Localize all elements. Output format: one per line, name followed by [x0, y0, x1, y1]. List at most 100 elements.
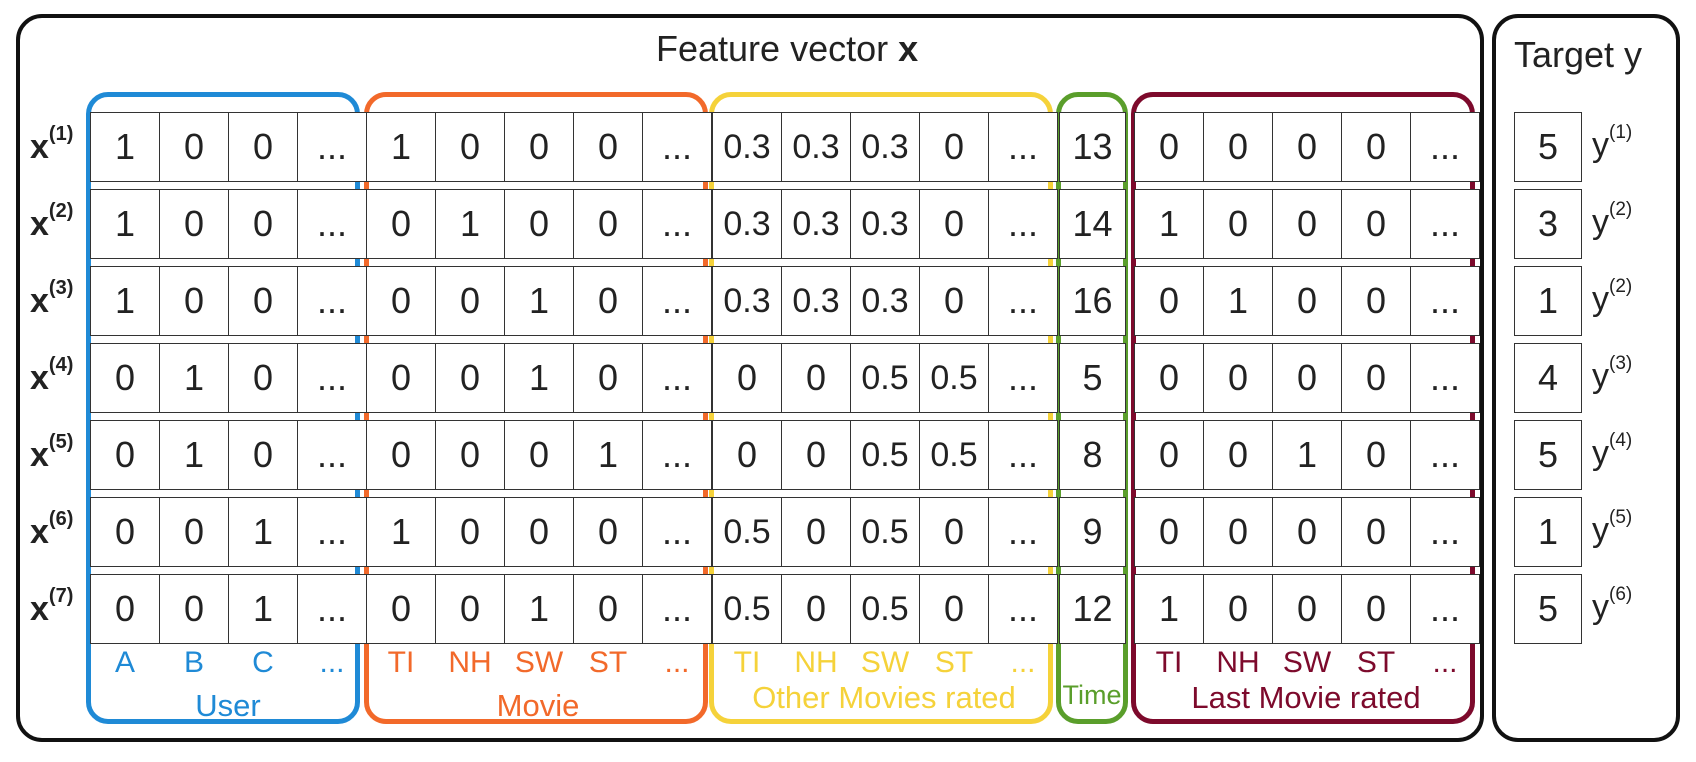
last-cell: ...: [1410, 189, 1480, 259]
row-label: x(7): [30, 585, 73, 629]
movie-cell: 0: [435, 574, 505, 644]
target-label-index: (6): [1609, 583, 1633, 605]
feature-vector-title-text: Feature vector: [656, 28, 889, 69]
other-cell: ...: [988, 343, 1058, 413]
row-label: x(3): [30, 277, 73, 321]
target-frame: [1492, 14, 1680, 742]
target-label-index: (3): [1609, 352, 1633, 374]
other-cell: 0: [781, 497, 851, 567]
other-cell: 0.3: [781, 189, 851, 259]
user-sublabel: ...: [319, 646, 345, 679]
other-cell: 0.3: [850, 112, 920, 182]
other-cell: 0.5: [712, 574, 782, 644]
row-label-index: (5): [48, 430, 74, 453]
row-label-index: (2): [48, 199, 74, 222]
movie-cell: 1: [504, 266, 574, 336]
movie-cell: 0: [435, 497, 505, 567]
last-sublabel: SW: [1282, 646, 1332, 679]
movie-cell: 0: [573, 266, 643, 336]
movie-cell: 1: [366, 497, 436, 567]
movie-cell: 0: [435, 343, 505, 413]
movie-cell: 0: [504, 189, 574, 259]
target-cell: 1: [1514, 266, 1582, 336]
other-cell: 0.5: [850, 497, 920, 567]
user-group-label: User: [195, 688, 261, 723]
other-cell: 0.5: [850, 420, 920, 490]
last-cell: 0: [1341, 574, 1411, 644]
other-cell: ...: [988, 266, 1058, 336]
user-cell: 0: [159, 497, 229, 567]
user-cell: ...: [297, 112, 367, 182]
other-cell: 0: [712, 343, 782, 413]
movie-cell: 0: [435, 266, 505, 336]
movie-cell: 0: [435, 420, 505, 490]
last-cell: 0: [1272, 112, 1342, 182]
user-cell: 0: [90, 497, 160, 567]
other-cell: 0.3: [850, 266, 920, 336]
user-cell: 0: [159, 574, 229, 644]
target-label: y(3): [1592, 353, 1632, 396]
last-cell: 1: [1272, 420, 1342, 490]
target-cell: 5: [1514, 112, 1582, 182]
target-label-symbol: y: [1592, 280, 1609, 318]
target-label-symbol: y: [1592, 511, 1609, 549]
user-cell: 1: [159, 420, 229, 490]
user-cell: ...: [297, 420, 367, 490]
row-label: x(6): [30, 508, 73, 552]
last-cell: 0: [1272, 574, 1342, 644]
other-cell: ...: [988, 112, 1058, 182]
user-cell: 1: [90, 266, 160, 336]
user-cell: 0: [228, 420, 298, 490]
user-cell: ...: [297, 574, 367, 644]
user-cell: 1: [159, 343, 229, 413]
user-cell: 0: [228, 112, 298, 182]
row-label-index: (1): [48, 122, 74, 145]
other-cell: 0.3: [712, 266, 782, 336]
movie-group-label: Movie: [496, 688, 580, 723]
last-cell: 0: [1134, 497, 1204, 567]
last-cell: 0: [1272, 266, 1342, 336]
row-label-index: (6): [48, 507, 74, 530]
movie-cell: 0: [366, 266, 436, 336]
other-cell: 0.3: [712, 112, 782, 182]
target-label-index: (2): [1609, 275, 1633, 297]
movie-cell: 1: [435, 189, 505, 259]
movie-cell: ...: [642, 189, 712, 259]
other-cell: ...: [988, 420, 1058, 490]
last-cell: ...: [1410, 420, 1480, 490]
target-label: y(5): [1592, 507, 1632, 550]
row-label: x(5): [30, 431, 73, 475]
target-cell: 5: [1514, 420, 1582, 490]
row-label-index: (3): [48, 276, 74, 299]
user-sublabel: C: [252, 646, 274, 679]
other-cell: 0: [919, 266, 989, 336]
target-label: y(4): [1592, 430, 1632, 473]
last-cell: 0: [1203, 420, 1273, 490]
other-cell: 0.5: [850, 343, 920, 413]
feature-vector-title: Feature vector x: [656, 28, 918, 70]
row-label: x(1): [30, 123, 73, 167]
movie-cell: 1: [504, 574, 574, 644]
last-cell: ...: [1410, 497, 1480, 567]
last-cell: 0: [1341, 497, 1411, 567]
time-cell: 8: [1059, 420, 1126, 490]
other-sublabel: ST: [934, 646, 974, 679]
other-cell: ...: [988, 574, 1058, 644]
last-cell: 0: [1341, 189, 1411, 259]
user-cell: 0: [90, 343, 160, 413]
last-cell: 0: [1341, 420, 1411, 490]
other-cell: 0.5: [850, 574, 920, 644]
user-cell: ...: [297, 266, 367, 336]
row-label-symbol: x: [30, 359, 49, 397]
movie-cell: 1: [573, 420, 643, 490]
movie-cell: 0: [435, 112, 505, 182]
target-cell: 3: [1514, 189, 1582, 259]
target-label-symbol: y: [1592, 434, 1609, 472]
user-cell: 1: [90, 189, 160, 259]
last-cell: 0: [1203, 189, 1273, 259]
row-label-symbol: x: [30, 128, 49, 166]
other-cell: 0.3: [850, 189, 920, 259]
other-sublabel: SW: [860, 646, 910, 679]
time-cell: 13: [1059, 112, 1126, 182]
target-label-symbol: y: [1592, 126, 1609, 164]
